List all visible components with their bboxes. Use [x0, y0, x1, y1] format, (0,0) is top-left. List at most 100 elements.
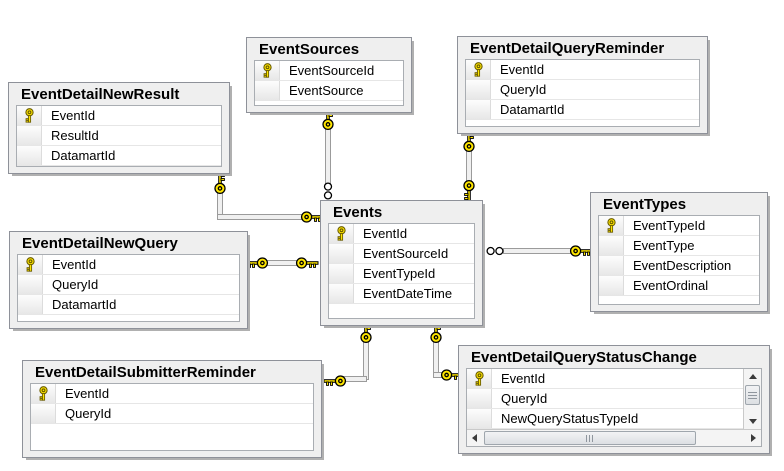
primary-key-icon: [329, 224, 354, 243]
column-row[interactable]: EventTypeId: [329, 264, 474, 284]
primary-key-icon: [31, 384, 56, 403]
column-row[interactable]: DatamartId: [18, 295, 239, 315]
key-icon: [300, 210, 324, 224]
row-selector: [31, 404, 56, 423]
row-selector: [466, 80, 491, 99]
right-arrow-icon: [751, 434, 756, 442]
infinity-icon: [323, 181, 333, 201]
horizontal-scrollbar[interactable]: [467, 429, 761, 446]
relationship-events-statuschange-line[interactable]: [433, 340, 439, 374]
up-arrow-icon: [748, 374, 757, 379]
table-title[interactable]: EventDetailNewQuery: [22, 235, 178, 252]
column-name: DatamartId: [51, 148, 116, 163]
column-row[interactable]: EventDateTime: [329, 284, 474, 304]
key-icon: [295, 256, 319, 270]
table-title[interactable]: EventSources: [259, 41, 360, 58]
row-selector: [466, 100, 491, 119]
column-row[interactable]: EventType: [599, 236, 759, 256]
column-name: EventId: [51, 108, 96, 123]
row-selector: [255, 81, 280, 100]
column-name: EventOrdinal: [633, 278, 709, 293]
column-row[interactable]: DatamartId: [17, 146, 221, 166]
row-selector: [18, 275, 43, 294]
table-title[interactable]: Events: [333, 204, 383, 221]
thumb-grip-icon: [748, 391, 757, 399]
column-name: EventSourceId: [289, 63, 375, 78]
row-selector: [17, 146, 42, 165]
primary-key-icon: [599, 216, 624, 235]
relationship-events-submitreminder-line[interactable]: [363, 340, 369, 380]
column-row[interactable]: EventId: [466, 60, 699, 80]
column-row[interactable]: EventId: [467, 369, 743, 389]
table-title[interactable]: EventDetailNewResult: [21, 86, 180, 103]
column-row[interactable]: EventTypeId: [599, 216, 759, 236]
table-title[interactable]: EventDetailSubmitterReminder: [35, 364, 256, 381]
column-name: QueryId: [500, 82, 547, 97]
column-name: EventDateTime: [363, 286, 453, 301]
column-name: EventId: [52, 257, 97, 272]
vertical-scroll-thumb[interactable]: [745, 385, 760, 405]
column-row[interactable]: NewQueryStatusTypeId: [467, 409, 743, 429]
column-name: EventId: [363, 226, 408, 241]
key-icon: [462, 129, 476, 153]
column-name: EventId: [501, 371, 546, 386]
infinity-icon: [485, 246, 505, 256]
primary-key-icon: [18, 255, 43, 274]
row-selector: [467, 409, 492, 428]
table-title[interactable]: EventDetailQueryReminder: [470, 40, 665, 57]
key-icon: [569, 244, 593, 258]
column-row[interactable]: QueryId: [31, 404, 313, 424]
column-name: EventSource: [289, 83, 364, 98]
column-row[interactable]: ResultId: [17, 126, 221, 146]
column-row[interactable]: EventId: [31, 384, 313, 404]
column-row[interactable]: EventSourceId: [329, 244, 474, 264]
column-name: EventTypeId: [633, 218, 706, 233]
key-icon: [462, 179, 476, 203]
row-selector: [599, 236, 624, 255]
column-row[interactable]: EventDescription: [599, 256, 759, 276]
column-row[interactable]: EventOrdinal: [599, 276, 759, 296]
row-selector: [329, 244, 354, 263]
column-name: NewQueryStatusTypeId: [501, 411, 639, 426]
primary-key-icon: [466, 60, 491, 79]
column-row[interactable]: QueryId: [467, 389, 743, 409]
column-row[interactable]: EventSourceId: [255, 61, 403, 81]
row-selector: [467, 389, 492, 408]
relationship-types-events-line[interactable]: [503, 248, 571, 254]
table-title[interactable]: EventTypes: [603, 196, 687, 213]
column-row[interactable]: DatamartId: [466, 100, 699, 120]
column-row[interactable]: EventSource: [255, 81, 403, 101]
scroll-left-button[interactable]: [467, 431, 482, 446]
column-row[interactable]: EventId: [17, 106, 221, 126]
column-name: DatamartId: [500, 102, 565, 117]
column-row[interactable]: EventId: [329, 224, 474, 244]
relationship-newresult-events-line[interactable]: [217, 214, 303, 220]
column-name: EventTypeId: [363, 266, 436, 281]
scroll-right-button[interactable]: [746, 431, 761, 446]
column-row[interactable]: QueryId: [18, 275, 239, 295]
column-row[interactable]: EventId: [18, 255, 239, 275]
relationship-sources-events-line[interactable]: [325, 127, 331, 188]
vertical-scrollbar[interactable]: [743, 369, 761, 429]
relationship-newquery-events-line[interactable]: [265, 260, 297, 266]
scroll-up-button[interactable]: [745, 369, 760, 384]
key-icon: [323, 374, 347, 388]
column-name: EventId: [65, 386, 110, 401]
scroll-down-button[interactable]: [745, 414, 760, 429]
horizontal-scroll-thumb[interactable]: [484, 431, 696, 445]
column-row[interactable]: QueryId: [466, 80, 699, 100]
table-title[interactable]: EventDetailQueryStatusChange: [471, 349, 697, 366]
